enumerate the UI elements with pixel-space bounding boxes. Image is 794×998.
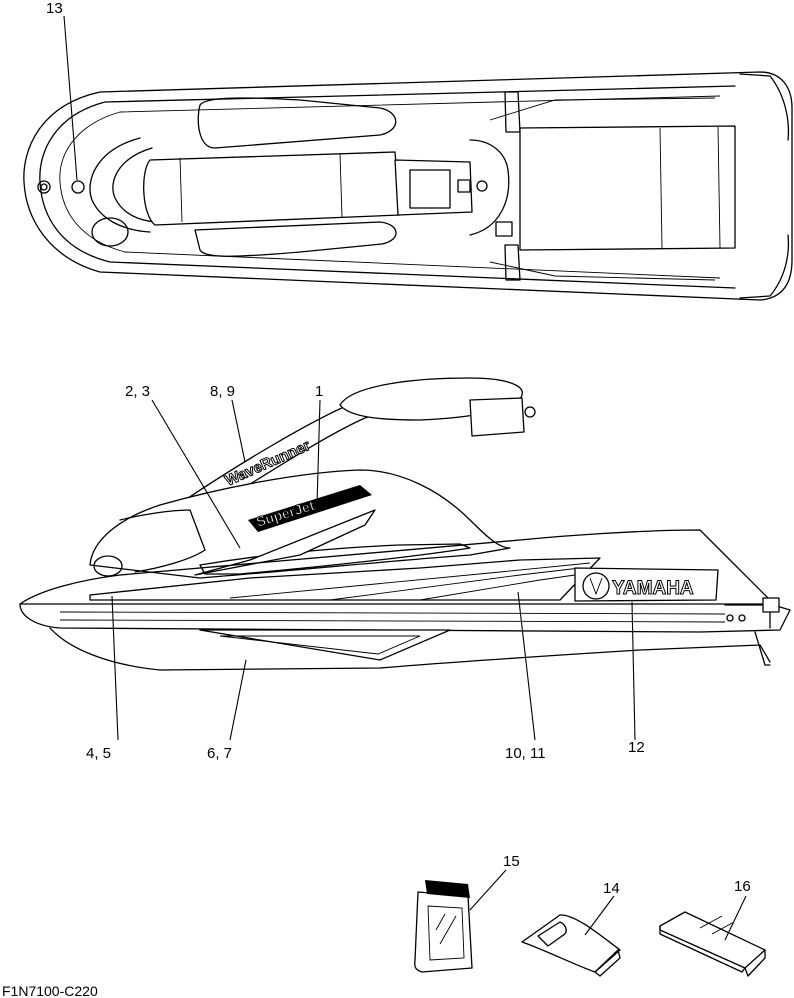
callout-labels: 13 2, 3 8, 9 1 4, 5 6, 7 10, 11 12 15 14… xyxy=(2,0,751,998)
leader-lines xyxy=(63,15,747,941)
callout-16: 16 xyxy=(734,878,751,895)
part-16-tape xyxy=(659,911,766,977)
callout-14: 14 xyxy=(603,880,620,897)
callout-4-5: 4, 5 xyxy=(86,745,111,762)
figure-code: F1N7100-C220 xyxy=(2,983,98,998)
callout-8-9: 8, 9 xyxy=(210,383,235,400)
part-15-card xyxy=(414,880,473,973)
callout-12: 12 xyxy=(628,739,645,756)
callout-15: 15 xyxy=(503,853,520,870)
side-view-hull: WaveRunner SuperJet YAMAHA xyxy=(19,377,791,671)
callout-2-3: 2, 3 xyxy=(125,383,150,400)
callout-1: 1 xyxy=(315,383,323,400)
part-14-sleeve xyxy=(521,914,621,977)
top-view-hull xyxy=(23,71,793,301)
callout-10-11: 10, 11 xyxy=(505,745,546,762)
callout-6-7: 6, 7 xyxy=(207,745,232,762)
brand-decal-yamaha: YAMAHA xyxy=(612,578,694,599)
callout-13: 13 xyxy=(46,0,63,17)
plug-cap-13 xyxy=(71,180,85,194)
